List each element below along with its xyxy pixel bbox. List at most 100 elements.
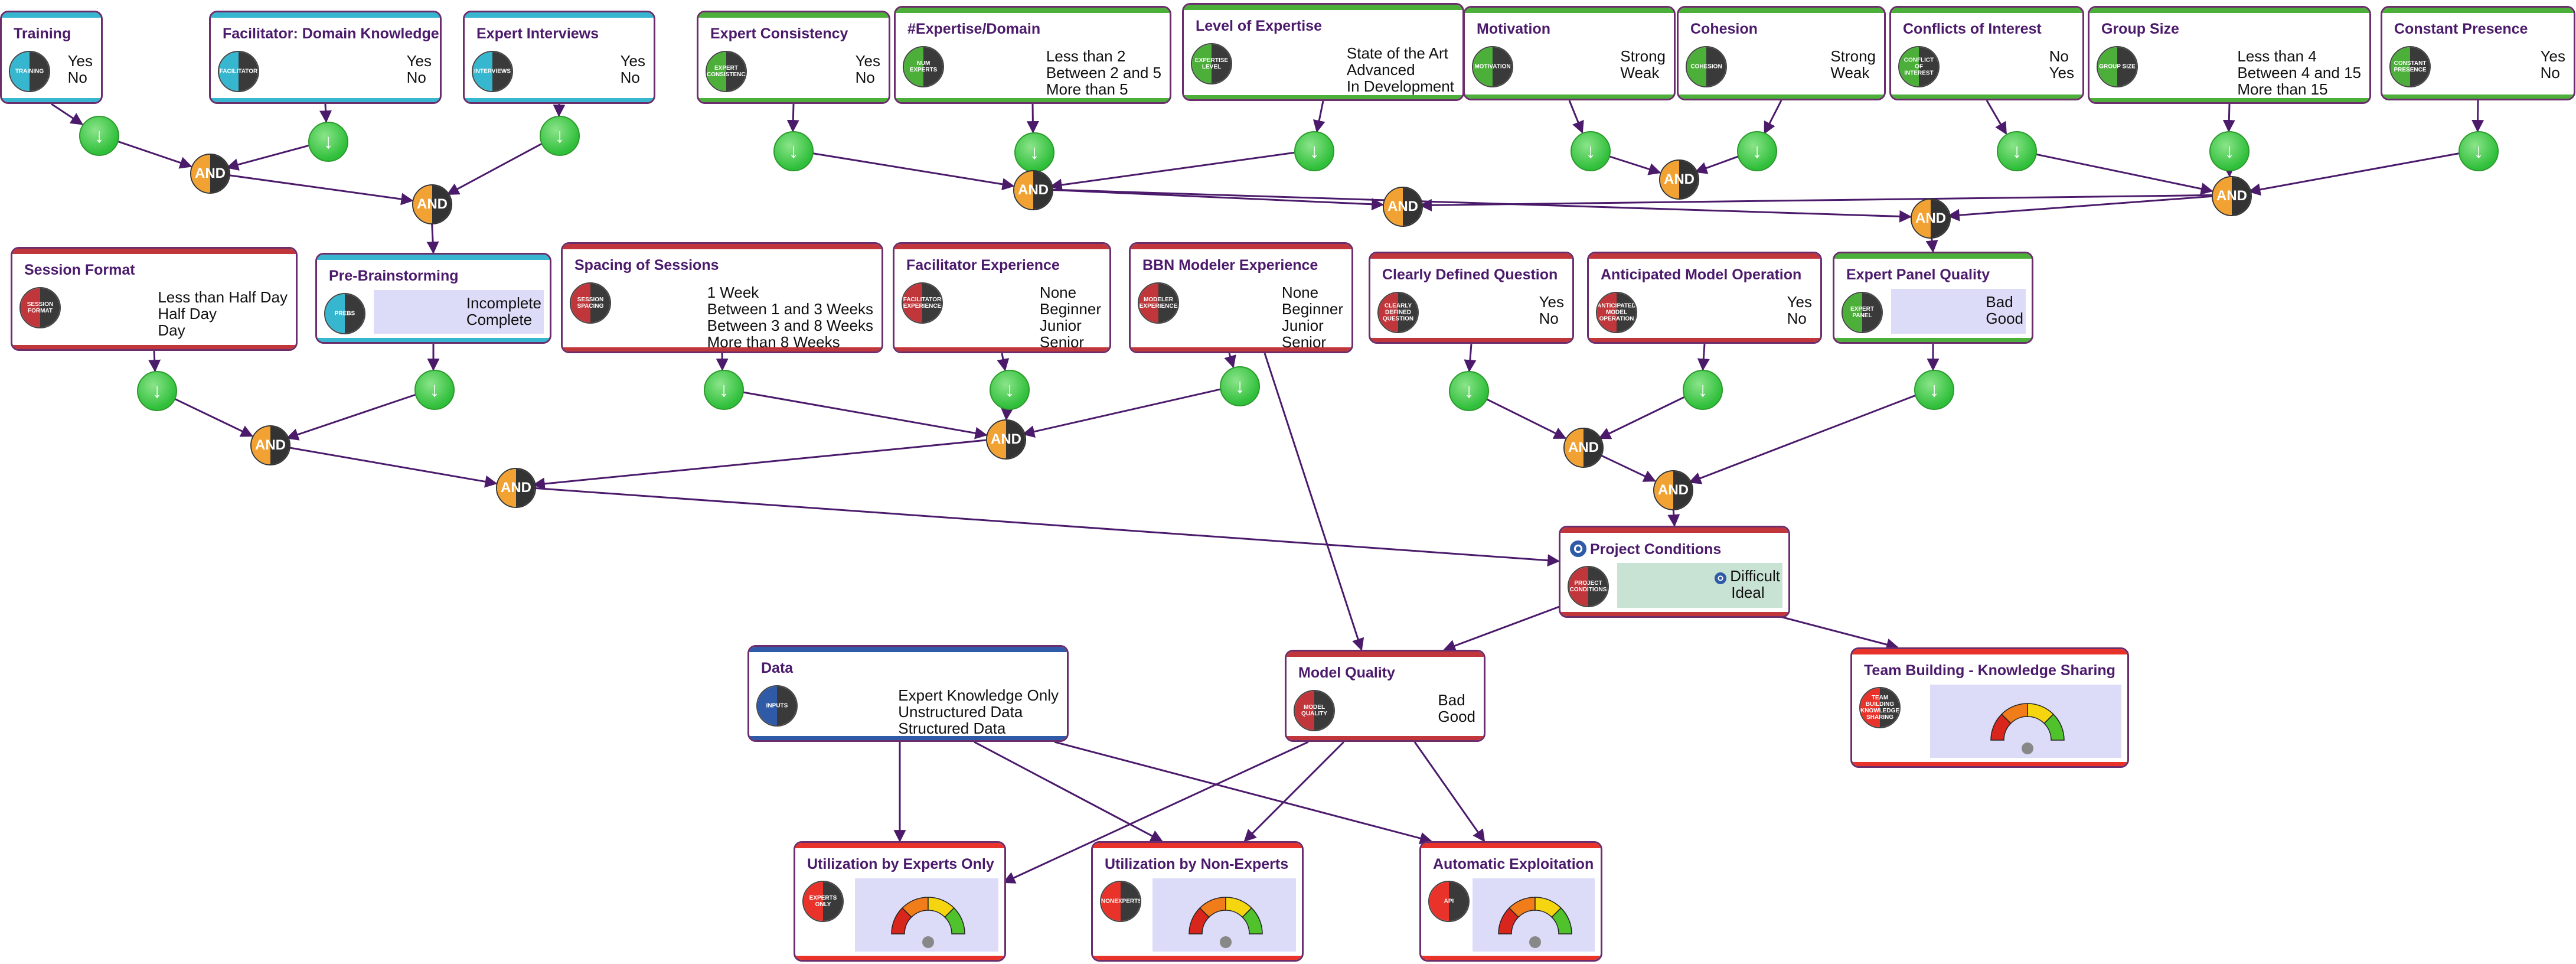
node-badge-icon: MODELER EXPERIENCE [1138,282,1179,324]
node-color-bar [563,347,881,351]
node-color-bar [1287,652,1484,657]
evidence-arrow-icon[interactable]: ↓ [1571,131,1611,171]
node-badge-icon: EXPERTISE LEVEL [1191,43,1232,84]
evidence-arrow-icon[interactable]: ↓ [414,370,455,410]
and-gate-node[interactable]: AND [1911,198,1951,239]
state-label: No [406,69,426,86]
and-gate-node[interactable]: AND [496,468,536,508]
evidence-arrow-icon[interactable]: ↓ [2209,131,2249,171]
target-icon [1570,540,1586,557]
evidence-arrow-icon[interactable]: ↓ [79,116,119,156]
evidence-arrow-icon[interactable]: ↓ [1014,132,1054,172]
badge-label: NUM EXPERTS [909,60,938,73]
evidence-arrow-icon[interactable]: ↓ [1997,131,2037,171]
and-gate-label: AND [1664,171,1695,187]
evidence-arrow-icon[interactable]: ↓ [1683,370,1723,410]
and-gate-node[interactable]: AND [2212,176,2252,216]
node-title-text: Clearly Defined Question [1382,266,1558,283]
node-color-bar [698,98,889,102]
and-gate-node[interactable]: AND [1013,170,1053,210]
node-color-bar [2089,98,2369,102]
evidence-arrow-icon[interactable]: ↓ [1914,370,1954,410]
state-label: Yes [2049,64,2074,82]
badge-label: COHESION [1690,63,1722,70]
evidence-arrow-icon[interactable]: ↓ [2459,131,2499,171]
dependency-edge [288,446,498,488]
node-badge-icon: TRAINING [9,51,50,92]
node-color-bar [894,347,1109,351]
node-title-text: Facilitator Experience [906,257,1060,273]
node-color-bar [563,244,881,249]
state-label: Beginner [1039,300,1101,318]
evidence-arrow-icon[interactable]: ↓ [704,370,744,410]
evidence-arrow-icon[interactable]: ↓ [773,131,814,171]
and-gate-node[interactable]: AND [190,154,230,194]
dependency-edge [1224,353,1236,369]
down-arrow-icon: ↓ [1029,141,1040,164]
and-gate-node[interactable]: AND [986,419,1026,460]
node-title-text: Project Conditions [1590,541,1722,558]
dependency-edge [51,103,84,125]
node-color-bar [894,244,1109,249]
node-badge-icon: FACILITATOR [218,51,259,92]
and-gate-node[interactable]: AND [250,425,290,465]
node-title: Data [761,660,793,677]
node-color-bar [698,12,889,18]
evidence-arrow-icon[interactable]: ↓ [137,371,177,411]
and-gate-node[interactable]: AND [1563,428,1604,468]
dependency-edge [1598,396,1685,439]
and-gate-node[interactable]: AND [1659,159,1699,200]
and-gate-node[interactable]: AND [1383,187,1423,227]
dependency-edge [1022,388,1221,438]
evidence-arrow-icon[interactable]: ↓ [990,370,1030,410]
state-panel [1617,563,1782,608]
dependency-edge [227,174,414,206]
state-label: 1 Week [707,284,759,301]
evidence-arrow-icon[interactable]: ↓ [540,116,580,156]
evidence-arrow-icon[interactable]: ↓ [1449,371,1489,411]
evidence-arrow-icon[interactable]: ↓ [1294,131,1334,171]
and-gate-node[interactable]: AND [1653,470,1693,510]
evidence-arrow-icon[interactable]: ↓ [1737,131,1777,171]
dependency-edge [426,222,439,255]
node-color-bar [1370,253,1572,259]
node-color-bar [1421,956,1601,960]
badge-label: EXPERTISE LEVEL [1194,57,1229,70]
evidence-arrow-icon[interactable]: ↓ [308,122,348,162]
and-gate-node[interactable]: AND [412,184,452,224]
node-title: Model Quality [1298,665,1395,682]
evidence-arrow-icon[interactable]: ↓ [1220,366,1260,406]
dependency-edge [533,487,1560,567]
node-title: Clearly Defined Question [1382,266,1558,284]
dependency-edge [1599,454,1656,482]
